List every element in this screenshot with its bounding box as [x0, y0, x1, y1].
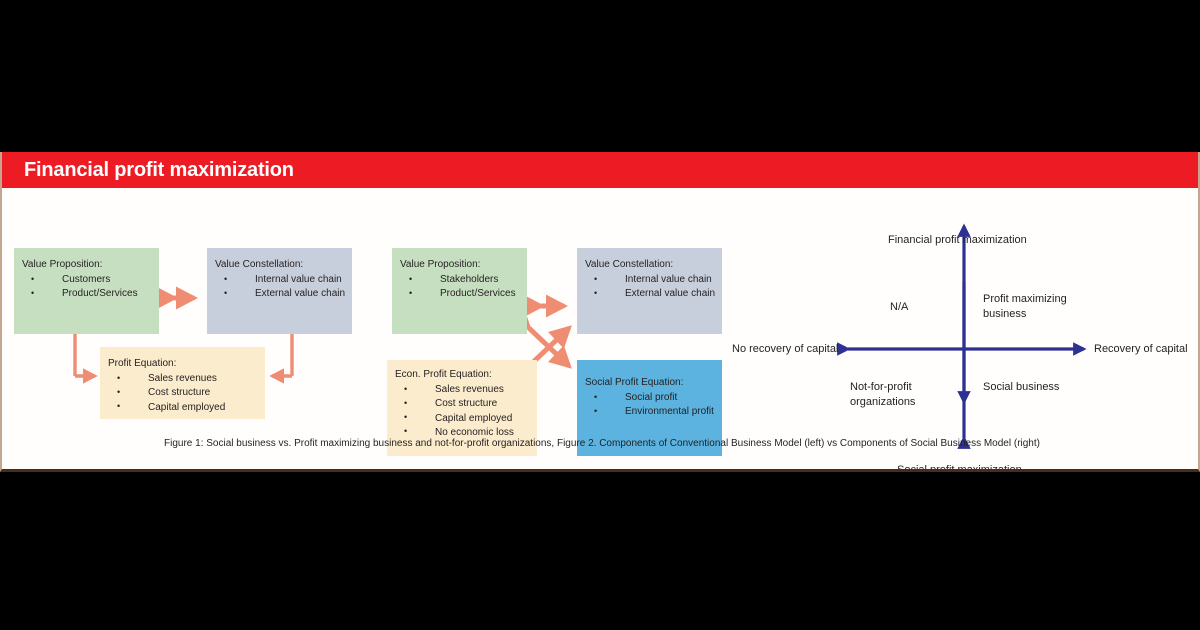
quadrant-label-top-right-line1: Profit maximizing — [983, 293, 1067, 305]
list-item: No economic loss — [395, 425, 529, 440]
list-item: Product/Services — [400, 287, 519, 301]
arrow-vp-to-profit-left — [73, 334, 98, 384]
list-item: Product/Services — [22, 287, 151, 301]
quadrant-label-top-right-line2: business — [983, 307, 1027, 320]
box-heading: Value Constellation: — [585, 259, 674, 270]
red-header-banner: Financial profit maximization — [2, 152, 1198, 188]
list-item: Capital employed — [108, 400, 257, 415]
box-item-list: Social profit Environmental profit — [585, 391, 714, 419]
box-heading: Value Constellation: — [215, 259, 304, 270]
axis-label-bottom: Social profit maximization — [897, 464, 1022, 472]
axis-label-top: Financial profit maximization — [888, 234, 1027, 246]
box-heading: Value Proposition: — [400, 259, 481, 270]
list-item: Stakeholders — [400, 273, 519, 287]
box-item-list: Stakeholders Product/Services — [400, 273, 519, 301]
axis-label-left: No recovery of capital — [732, 343, 839, 355]
box-item-list: Internal value chain External value chai… — [585, 273, 715, 301]
list-item: Customers — [22, 273, 151, 287]
box-value-constellation-conventional: Value Constellation: Internal value chai… — [207, 248, 352, 334]
banner-title: Financial profit maximization — [24, 158, 294, 181]
list-item: Cost structure — [108, 386, 257, 400]
quadrant-label-bottom-left-line1: Not-for-profit — [850, 381, 912, 393]
quadrant-label-top-right: Profit maximizing business — [983, 292, 1067, 321]
box-item-list: Customers Product/Services — [22, 273, 151, 301]
box-heading: Profit Equation: — [108, 358, 177, 369]
box-item-list: Sales revenues Cost structure Capital em… — [395, 383, 529, 440]
list-item: Internal value chain — [585, 273, 714, 287]
figure-body: Value Proposition: Customers Product/Ser… — [2, 188, 1198, 472]
axis-label-right: Recovery of capital — [1094, 343, 1188, 355]
list-item: Environmental profit — [585, 405, 714, 419]
figure-card: Financial profit maximization — [0, 152, 1200, 472]
box-item-list: Sales revenues Cost structure Capital em… — [108, 372, 257, 415]
list-item: Sales revenues — [108, 372, 257, 386]
quadrant-label-bottom-left: Not-for-profit organizations — [850, 380, 915, 409]
box-profit-equation-conventional: Profit Equation: Sales revenues Cost str… — [100, 347, 265, 419]
list-item: External value chain — [215, 287, 345, 301]
list-item: Internal value chain — [215, 273, 344, 287]
box-item-list: Internal value chain External value chai… — [215, 273, 345, 301]
box-value-constellation-social: Value Constellation: Internal value chai… — [577, 248, 722, 334]
quadrant-label-bottom-left-line2: organizations — [850, 395, 916, 408]
figure-caption: Figure 1: Social business vs. Profit max… — [164, 438, 1040, 449]
box-econ-profit-equation-social: Econ. Profit Equation: Sales revenues Co… — [387, 360, 537, 456]
arrow-vc-to-profit-left — [269, 334, 294, 384]
list-item: Cost structure — [395, 397, 529, 411]
box-social-profit-equation-social: Social Profit Equation: Social profit En… — [577, 360, 722, 456]
list-item: Sales revenues — [395, 383, 529, 397]
box-heading: Econ. Profit Equation: — [395, 369, 492, 380]
box-heading: Value Proposition: — [22, 259, 103, 270]
box-heading: Social Profit Equation: — [585, 377, 684, 388]
list-item: Capital employed — [395, 411, 529, 426]
list-item: Social profit — [585, 391, 714, 405]
quadrant-label-top-left: N/A — [890, 301, 909, 313]
list-item: External value chain — [585, 287, 715, 301]
box-value-proposition-social: Value Proposition: Stakeholders Product/… — [392, 248, 527, 334]
box-value-proposition-conventional: Value Proposition: Customers Product/Ser… — [14, 248, 159, 334]
quadrant-label-bottom-right: Social business — [983, 381, 1060, 393]
